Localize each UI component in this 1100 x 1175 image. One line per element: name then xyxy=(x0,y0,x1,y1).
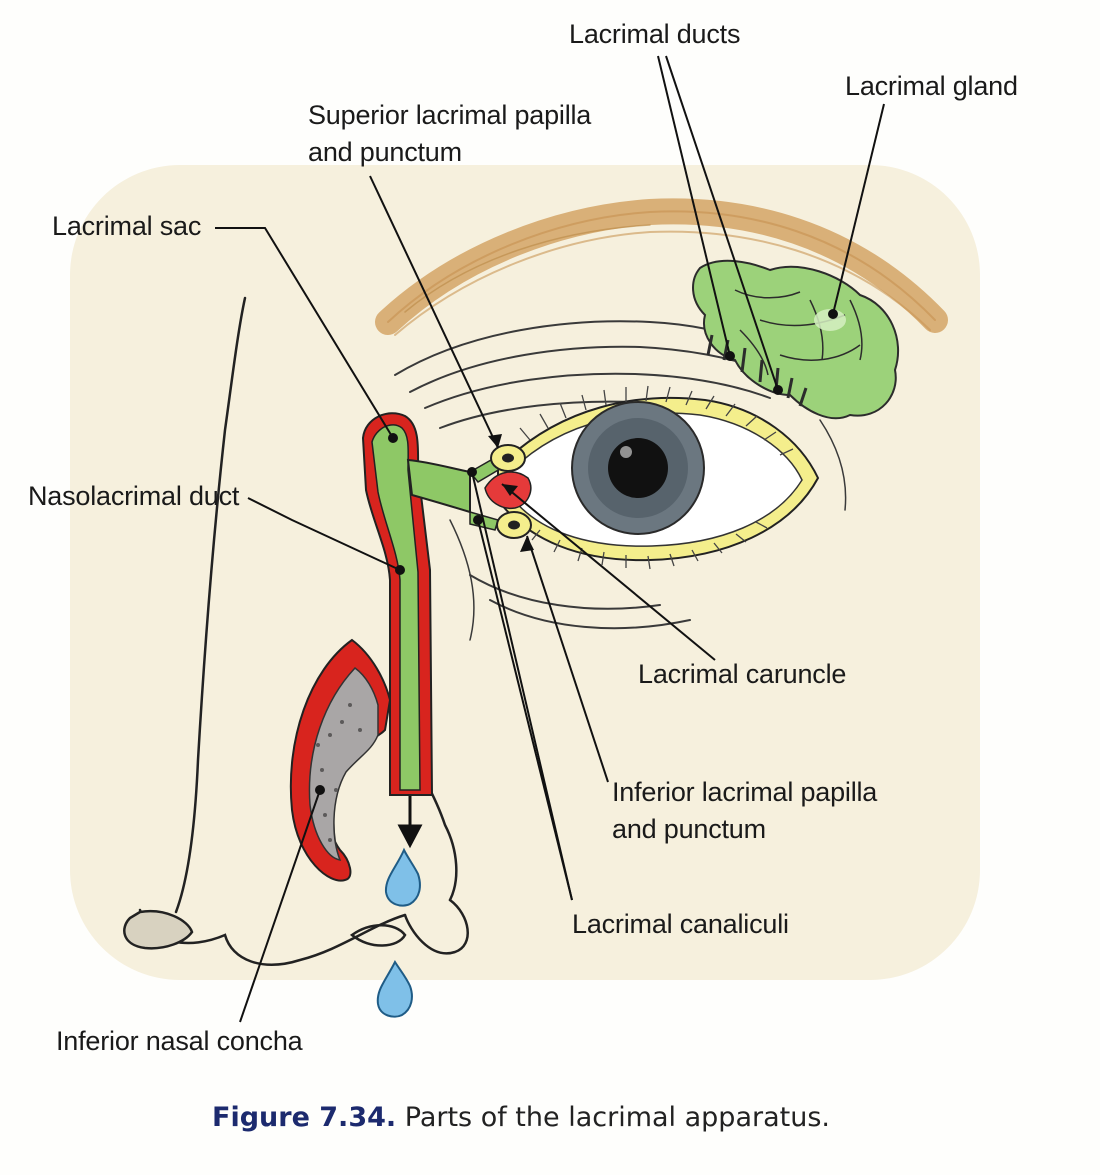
label-lacrimal-ducts: Lacrimal ducts xyxy=(569,19,741,49)
label-lacrimal-canaliculi: Lacrimal canaliculi xyxy=(572,909,789,939)
eyebrow xyxy=(375,198,948,336)
pupil-highlight xyxy=(620,446,632,458)
inferior-nasal-concha xyxy=(289,638,392,882)
gland-excretory-ducts xyxy=(706,334,808,407)
nose-outline xyxy=(123,296,469,966)
label-inferior-papilla-line1: Inferior lacrimal papilla xyxy=(612,777,878,807)
figure-caption: Figure 7.34. Parts of the lacrimal appar… xyxy=(212,1098,830,1138)
label-superior-papilla-line2: and punctum xyxy=(308,137,462,167)
label-inferior-papilla-line2: and punctum xyxy=(612,814,766,844)
label-lacrimal-sac: Lacrimal sac xyxy=(52,211,202,241)
label-superior-papilla-line1: Superior lacrimal papilla xyxy=(308,100,592,130)
figure-caption-text: Parts of the lacrimal apparatus. xyxy=(404,1102,830,1133)
lacrimal-gland xyxy=(692,259,900,420)
eyelashes xyxy=(519,385,794,570)
tear-drop-upper xyxy=(384,847,421,907)
pupil xyxy=(608,438,668,498)
tear-drop-lower xyxy=(376,959,413,1018)
tear-flow-arrow xyxy=(397,796,423,849)
figure-number: Figure 7.34. xyxy=(212,1102,397,1133)
label-nasolacrimal-duct: Nasolacrimal duct xyxy=(28,481,240,511)
inferior-papilla xyxy=(496,511,532,539)
label-lacrimal-caruncle: Lacrimal caruncle xyxy=(638,659,847,689)
leader-lines xyxy=(215,55,885,1023)
superior-papilla xyxy=(490,444,526,472)
label-inferior-nasal-concha: Inferior nasal concha xyxy=(56,1026,303,1056)
label-lacrimal-gland: Lacrimal gland xyxy=(845,71,1018,101)
leader-arrowheads xyxy=(488,434,534,552)
